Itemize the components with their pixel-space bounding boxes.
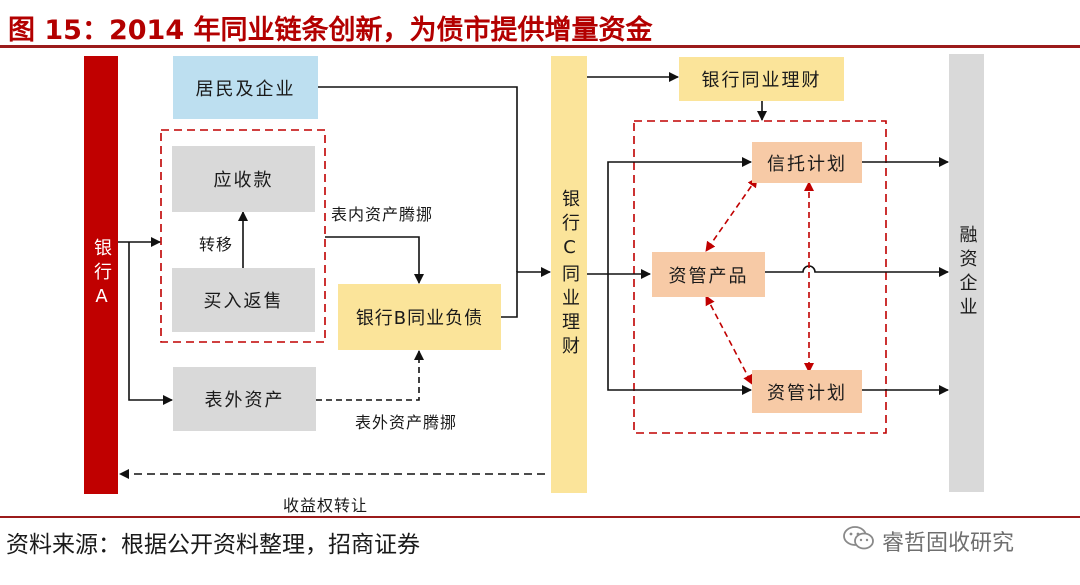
watermark-text: 睿哲固收研究: [882, 531, 1015, 556]
off-balance-shift-arrow: [316, 350, 424, 401]
bank-c-to-am-plan-arrow: [607, 274, 752, 395]
title-divider: [0, 45, 1080, 48]
wechat-icon: [842, 524, 876, 558]
on-balance-shift-label: 表内资产腾挪: [331, 205, 434, 224]
bank-a-to-offbalance-arrow: [128, 242, 173, 405]
bank-b-to-bank-c-arrow: [501, 267, 551, 318]
watermark: 睿哲固收研究: [842, 524, 1014, 558]
bank-c-node: 银行C同业理财: [551, 56, 587, 493]
am-product-node: 资管产品: [652, 252, 765, 297]
transfer-label: 转移: [199, 235, 234, 254]
financing-enterprise-node: 融资企业: [949, 54, 984, 492]
bank-a-node: 银行A: [84, 56, 118, 494]
am-plan-node: 资管计划: [752, 370, 862, 413]
trust-am-product-link: [705, 177, 758, 252]
residents-to-bank-c-line: [318, 86, 518, 272]
income-transfer-label: 收益权转让: [283, 496, 369, 515]
am-dashed-frame: [633, 120, 887, 434]
source-note: 资料来源：根据公开资料整理，招商证券: [6, 532, 420, 558]
reverse-repo-node: 买入返售: [172, 268, 315, 332]
receivables-node: 应收款: [172, 146, 315, 212]
residents-node: 居民及企业: [173, 56, 318, 119]
page-title: 图 15：2014 年同业链条创新，为债市提供增量资金: [8, 15, 653, 46]
am-product-am-plan-link: [705, 295, 753, 385]
trust-plan-node: 信托计划: [752, 142, 862, 183]
bank-b-node: 银行B同业负债: [338, 284, 501, 350]
on-balance-shift-arrow: [325, 236, 424, 284]
off-balance-assets-node: 表外资产: [173, 367, 316, 431]
on-balance-dashed-frame: [160, 129, 326, 343]
am-product-to-enterprise-arrow: [765, 265, 949, 277]
footer-divider: [0, 516, 1080, 518]
interbank-wm-node: 银行同业理财: [679, 57, 844, 101]
off-balance-shift-label: 表外资产腾挪: [355, 413, 458, 432]
bank-c-to-trust-arrow: [607, 157, 752, 274]
